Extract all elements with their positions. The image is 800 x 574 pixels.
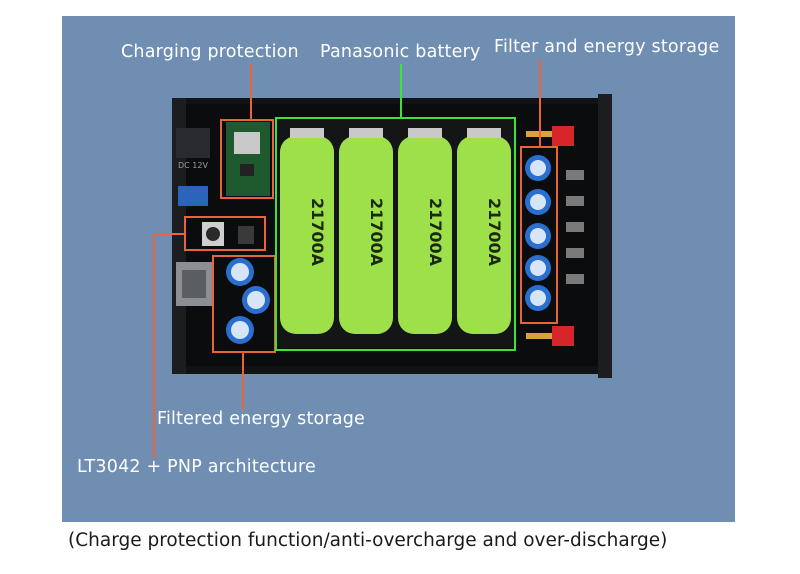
label-panasonic-battery: Panasonic battery <box>320 42 481 62</box>
svg-text:DC 12V: DC 12V <box>178 161 208 170</box>
label-filtered-energy-storage: Filtered energy storage <box>157 409 366 429</box>
left-capacitors <box>226 258 270 344</box>
blue-switch <box>178 186 208 206</box>
label-charging-protection: Charging protection <box>121 42 299 62</box>
svg-text:21700A: 21700A <box>426 198 445 267</box>
svg-text:21700A: 21700A <box>367 198 386 267</box>
label-filter-energy-storage: Filter and energy storage <box>494 37 720 57</box>
right-capacitors <box>525 155 551 311</box>
caption: (Charge protection function/anti-overcha… <box>68 530 668 551</box>
dc-jack <box>176 128 210 158</box>
red-terminal-bottom <box>552 326 574 346</box>
red-terminal-top <box>552 126 574 146</box>
svg-text:21700A: 21700A <box>485 198 504 267</box>
label-lt3042-pnp: LT3042 + PNP architecture <box>77 457 317 477</box>
batteries: 21700A 21700A 21700A 21700A <box>280 128 511 334</box>
svg-text:21700A: 21700A <box>308 198 327 267</box>
green-callout <box>275 64 516 351</box>
orange-callouts <box>153 60 558 458</box>
